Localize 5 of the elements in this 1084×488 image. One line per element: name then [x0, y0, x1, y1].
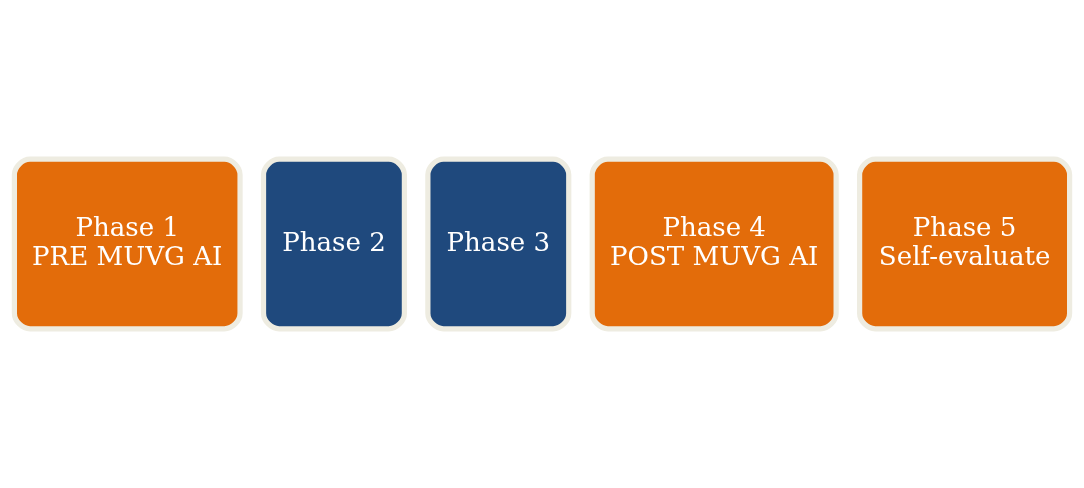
node-box: Phase 1 PRE MUVG AI: [11, 156, 243, 332]
node-box: Phase 5 Self-evaluate: [857, 156, 1073, 332]
node-box: Phase 4 POST MUVG AI: [589, 156, 839, 332]
node-box: Phase 2: [260, 156, 407, 332]
node-box: Phase 3: [425, 156, 572, 332]
